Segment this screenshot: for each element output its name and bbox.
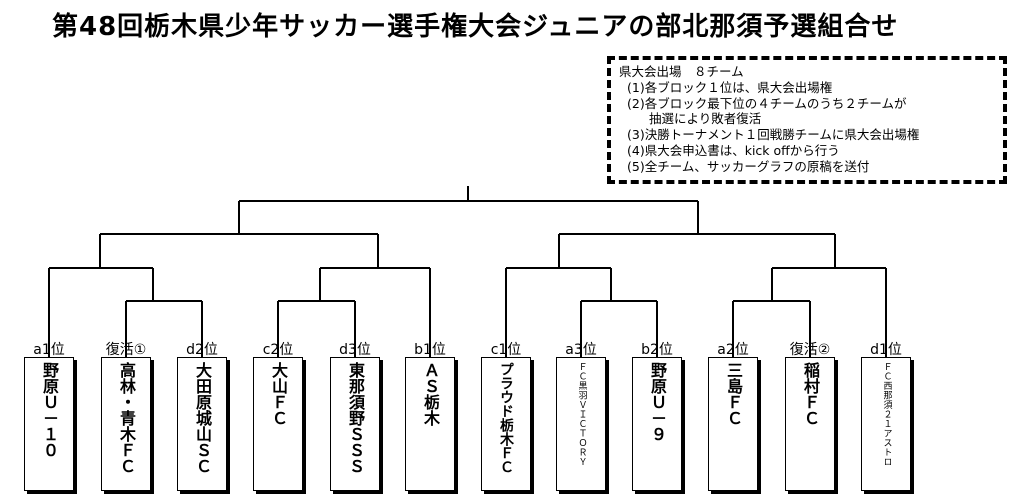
note-item-2: (2)各ブロック最下位の４チームのうち２チームが bbox=[627, 95, 907, 111]
team-name: 稲村ＦＣ bbox=[801, 362, 820, 426]
team-name: 野原Ｕ－１０ bbox=[40, 362, 59, 458]
team-box: 東那須野ＳＳＳ bbox=[330, 357, 380, 491]
slot-label: 復活② bbox=[789, 342, 831, 358]
team-name: ＦＣ西那須２１アストロ bbox=[881, 362, 892, 467]
note-item-1: (1)各ブロック１位は、県大会出場権 bbox=[627, 79, 833, 95]
team-box: ＦＣ西那須２１アストロ bbox=[861, 357, 911, 491]
team-name: ＦＣ黒羽ＶＩＣＴＯＲＹ bbox=[576, 362, 587, 467]
team-name: 大山ＦＣ bbox=[269, 362, 288, 426]
page-title: 第48回栃木県少年サッカー選手権大会ジュニアの部北那須予選組合せ bbox=[52, 12, 899, 42]
team-box: 高林・青木ＦＣ bbox=[101, 357, 151, 491]
team-name: ＡＳ栃木 bbox=[421, 362, 440, 426]
slot-label: 復活① bbox=[105, 342, 147, 358]
slot-label: c1位 bbox=[490, 342, 522, 358]
note-item-5: (5)全チーム、サッカーグラフの原稿を送付 bbox=[627, 158, 870, 174]
note-item-2-continued: 抽選により敗者復活 bbox=[649, 111, 762, 127]
slot-label: c2位 bbox=[262, 342, 294, 358]
team-name: 東那須野ＳＳＳ bbox=[346, 362, 365, 474]
slot-label: a2位 bbox=[717, 342, 749, 358]
slot-label: a1位 bbox=[33, 342, 65, 358]
note-item-3: (3)決勝トーナメント１回戦勝チームに県大会出場権 bbox=[627, 127, 920, 143]
slot-label: b1位 bbox=[414, 342, 446, 358]
team-box: 稲村ＦＣ bbox=[785, 357, 835, 491]
team-name: 三島ＦＣ bbox=[724, 362, 743, 426]
team-box: 三島ＦＣ bbox=[708, 357, 758, 491]
notes-heading: 県大会出場 ８チーム bbox=[619, 64, 744, 79]
team-name: 大田原城山ＳＣ bbox=[193, 362, 212, 474]
team-box: 大山ＦＣ bbox=[253, 357, 303, 491]
team-box: ＡＳ栃木 bbox=[405, 357, 455, 491]
team-box: 大田原城山ＳＣ bbox=[177, 357, 227, 491]
team-box: プラウド栃木ＦＣ bbox=[481, 357, 531, 491]
note-item-4: (4)県大会申込書は、kick offから行う bbox=[627, 142, 840, 158]
team-box: 野原Ｕ－９ bbox=[632, 357, 682, 491]
slot-label: b2位 bbox=[641, 342, 673, 358]
rules-notes-box: 県大会出場 ８チーム (1)各ブロック１位は、県大会出場権 (2)各ブロック最下… bbox=[607, 56, 1007, 184]
team-box: 野原Ｕ－１０ bbox=[24, 357, 74, 491]
slot-label: a3位 bbox=[565, 342, 597, 358]
team-name: 高林・青木ＦＣ bbox=[117, 362, 136, 474]
team-name: 野原Ｕ－９ bbox=[648, 362, 667, 442]
team-name: プラウド栃木ＦＣ bbox=[498, 362, 514, 474]
slot-label: d2位 bbox=[186, 342, 218, 358]
team-box: ＦＣ黒羽ＶＩＣＴＯＲＹ bbox=[556, 357, 606, 491]
slot-label: d3位 bbox=[339, 342, 371, 358]
slot-label: d1位 bbox=[870, 342, 902, 358]
